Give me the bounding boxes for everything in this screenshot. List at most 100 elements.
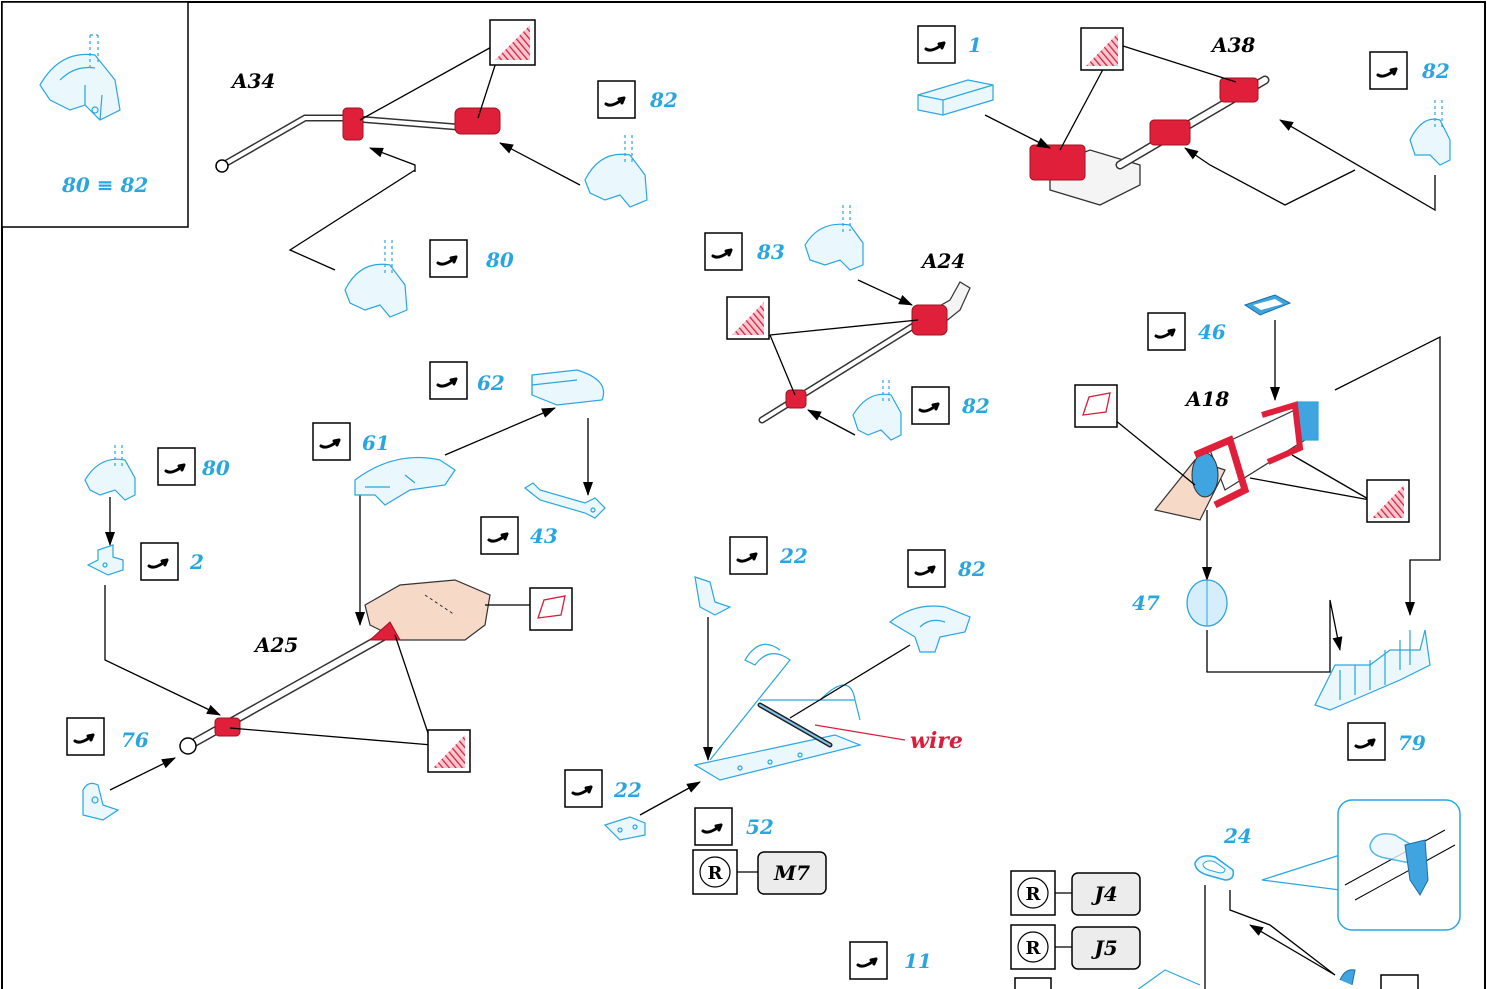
bend-icon: [597, 80, 636, 119]
bend-icon: [694, 807, 733, 846]
part-24-detail: 24: [1194, 799, 1461, 989]
assembly-a34: A34: [215, 44, 648, 318]
bend-callout-61: 61: [312, 422, 390, 461]
etch-buckle: [1243, 294, 1292, 316]
part-label-a25: A25: [253, 633, 298, 657]
part-label-a34: A34: [230, 69, 275, 93]
callout-number: 22: [613, 778, 642, 802]
bend-callout-82-a24: 82: [911, 386, 990, 425]
etch-part-61: [354, 457, 456, 506]
callout-number: 52: [746, 815, 774, 839]
bend-icon: [66, 717, 105, 756]
bend-callout-62: 62: [429, 361, 505, 400]
clip-part-icon: [84, 445, 136, 501]
option-tag-label: M7: [773, 861, 810, 885]
bend-callout-82-a38: 82: [1369, 51, 1450, 90]
bend-icon: [1147, 312, 1186, 351]
paint-red-icon: [1366, 479, 1410, 523]
callout-number: 83: [756, 240, 785, 264]
bend-callout-82-a34: 82: [597, 80, 678, 119]
bend-callout-11: 11: [849, 941, 932, 980]
etch-part-76: [82, 782, 120, 821]
callout-number: 82: [1421, 59, 1450, 83]
callout-number: 82: [957, 557, 986, 581]
etch-part-62: [531, 369, 605, 406]
inset-box: 80 ≡ 82: [1, 1, 189, 228]
svg-text:R: R: [1026, 884, 1042, 905]
bend-callout-22-top: 22: [729, 536, 808, 575]
callout-number: 43: [530, 524, 558, 548]
part-label-a18: A18: [1184, 387, 1229, 411]
etch-clip-24: [1194, 855, 1235, 881]
part-label-a38: A38: [1210, 33, 1255, 57]
callout-number: 2: [189, 550, 204, 574]
bend-callout-46: 46: [1147, 312, 1226, 351]
bend-callout-76: 76: [66, 717, 149, 756]
bend-callout-2: 2: [140, 542, 204, 581]
part-label-a24: A24: [920, 249, 965, 273]
callout-number: 82: [961, 394, 990, 418]
registered-icon: [1017, 877, 1049, 909]
bend-icon: [157, 447, 196, 486]
paint-red-icon: [1080, 27, 1124, 71]
assembly-a18: A18: [1114, 294, 1441, 711]
bend-icon: [849, 941, 888, 980]
assembly-a24: A24: [758, 205, 971, 441]
paint-red-icon: [726, 296, 770, 340]
bend-callout-80: 80: [157, 447, 230, 486]
callout-number: 22: [779, 544, 808, 568]
part-number-24: 24: [1223, 824, 1252, 848]
red-clamp-a38-1: [1029, 144, 1086, 181]
option-tag-j5: R J5: [1010, 924, 1141, 970]
bend-icon: [140, 542, 179, 581]
callout-number: 46: [1198, 320, 1226, 344]
bend-icon: [1369, 51, 1408, 90]
detail-zoom-box: [1337, 799, 1461, 931]
callout-number: 80: [201, 456, 230, 480]
callout-number: 76: [121, 728, 149, 752]
option-tag-j4: R J4: [1010, 870, 1141, 916]
svg-text:R: R: [708, 863, 724, 884]
bend-callout-80-a34: 80: [429, 239, 514, 278]
bend-icon: [564, 769, 603, 808]
bend-icon: [429, 361, 468, 400]
bend-callout-22-bottom: 22: [564, 769, 642, 808]
callout-number: 1: [968, 33, 982, 57]
etch-part-partial-blue: [1339, 969, 1356, 986]
etch-bracket-1: [917, 79, 994, 116]
callout-number: 61: [362, 431, 390, 455]
etch-bracket-2: [86, 544, 124, 576]
bend-callout-43: 43: [480, 516, 558, 555]
etch-part-82-strap: [888, 605, 971, 653]
svg-text:R: R: [1026, 938, 1042, 959]
red-clamp-a34-2: [454, 107, 501, 135]
bend-icon: [917, 25, 956, 64]
callout-number: 79: [1398, 731, 1426, 755]
etch-part-partial: [1137, 969, 1201, 989]
red-clamp-a34-1: [342, 107, 364, 141]
callout-number: 11: [904, 949, 932, 973]
clear-lens: [1186, 579, 1228, 627]
callout-number: 80: [485, 248, 514, 272]
registered-icon: [1017, 931, 1049, 963]
clip-part-icon: [344, 240, 408, 318]
bend-icon: [1347, 722, 1386, 761]
etch-part-43: [523, 482, 606, 519]
bend-icon: [1380, 974, 1419, 989]
bend-callout-1: 1: [917, 25, 982, 64]
clip-part-icon: [584, 135, 648, 208]
assembly-a38: A38: [917, 33, 1451, 212]
clip-part-icon: [1409, 100, 1451, 166]
red-clamp-a25: [214, 717, 241, 737]
paint-red-icon: [427, 729, 471, 773]
red-clamp-a38-2: [1149, 119, 1191, 146]
option-tag-label: J5: [1090, 936, 1117, 960]
bend-icon: [1014, 977, 1052, 989]
callout-number: 82: [649, 88, 678, 112]
clear-film-icon: [1074, 384, 1118, 428]
part-number-47: 47: [1132, 591, 1160, 615]
bend-icon: [429, 239, 468, 278]
callout-number: 62: [477, 371, 505, 395]
